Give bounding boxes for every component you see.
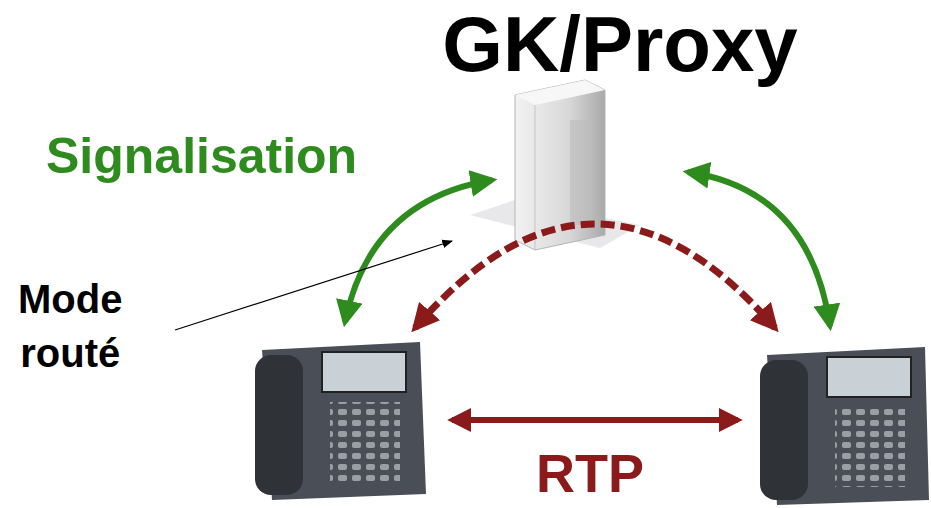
phone-screen: [322, 352, 406, 392]
rtp-label: RTP: [536, 442, 644, 504]
phone-handset: [760, 360, 808, 500]
signalling-arrow: [345, 180, 492, 322]
phone-screen: [827, 357, 911, 397]
leader-line: [175, 241, 452, 330]
server-edge: [535, 105, 536, 250]
signalling-label: Signalisation: [46, 128, 357, 186]
phone-keypad: [835, 407, 905, 487]
ip-phone: [255, 342, 426, 500]
ip-phone: [760, 347, 929, 505]
server-panel: [570, 120, 592, 225]
signalling-arrow: [688, 172, 830, 326]
routed-media-arrow: [415, 224, 775, 328]
rtp-arrow: [452, 417, 738, 423]
mode-label: Mode routé: [18, 272, 122, 380]
node-heading: GK/Proxy: [442, 2, 797, 88]
phone-handset: [255, 355, 303, 495]
server-node: GK/Proxy: [436, 0, 803, 90]
phone-keypad: [330, 402, 400, 482]
